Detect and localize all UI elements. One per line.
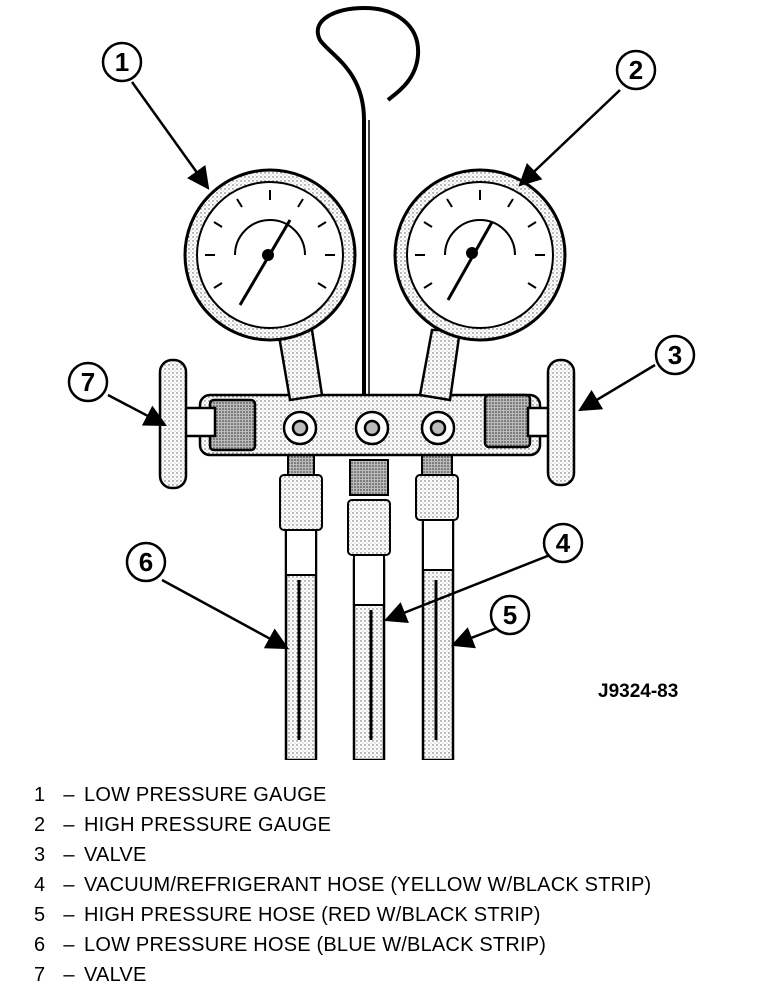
- svg-text:6: 6: [139, 547, 153, 577]
- vacuum-refrigerant-hose: [352, 554, 386, 760]
- legend-item: 1–LOW PRESSURE GAUGE: [34, 780, 651, 810]
- callout-1: 1: [101, 41, 143, 83]
- legend-number: 5: [34, 904, 46, 926]
- legend-text: LOW PRESSURE GAUGE: [84, 784, 327, 806]
- legend-dash: –: [63, 904, 75, 926]
- legend-number: 3: [34, 844, 46, 866]
- legend-dash: –: [63, 844, 75, 866]
- callout-6: 6: [125, 541, 167, 583]
- legend-dash: –: [63, 784, 75, 806]
- legend-number: 1: [34, 784, 46, 806]
- legend-item: 6–LOW PRESSURE HOSE (BLUE W/BLACK STRIP): [34, 930, 651, 960]
- left-valve-handle: [158, 358, 217, 490]
- callout-5: 5: [489, 594, 531, 636]
- callout-4: 4: [542, 522, 584, 564]
- high-pressure-gauge: [393, 168, 567, 342]
- legend-dash: –: [63, 934, 75, 956]
- legend-text: HIGH PRESSURE GAUGE: [84, 814, 332, 836]
- legend-text: VALVE: [84, 844, 147, 866]
- svg-text:5: 5: [503, 600, 517, 630]
- legend-list: 1–LOW PRESSURE GAUGE 2–HIGH PRESSURE GAU…: [34, 780, 651, 990]
- legend-dash: –: [63, 964, 75, 986]
- legend-dash: –: [63, 874, 75, 896]
- hanger-hook: [315, 5, 421, 395]
- legend-item: 7–VALVE: [34, 960, 651, 990]
- manifold-gauge-diagram: 1 2 3 4 5 6 7 J9324-83: [67, 5, 696, 760]
- legend-number: 7: [34, 964, 46, 986]
- hose-fittings: [279, 444, 459, 556]
- legend-text: HIGH PRESSURE HOSE (RED W/BLACK STRIP): [84, 904, 541, 926]
- legend-item: 4–VACUUM/REFRIGERANT HOSE (YELLOW W/BLAC…: [34, 870, 651, 900]
- legend-dash: –: [63, 814, 75, 836]
- low-pressure-gauge: [183, 168, 357, 342]
- legend-text: VACUUM/REFRIGERANT HOSE (YELLOW W/BLACK …: [84, 874, 652, 896]
- legend-item: 5–HIGH PRESSURE HOSE (RED W/BLACK STRIP): [34, 900, 651, 930]
- svg-text:4: 4: [556, 528, 571, 558]
- legend-text: VALVE: [84, 964, 147, 986]
- leader-arrows: [107, 81, 656, 650]
- svg-text:7: 7: [81, 367, 95, 397]
- right-valve-handle: [526, 358, 576, 487]
- figure-id: J9324-83: [598, 681, 678, 702]
- low-pressure-hose: [284, 524, 318, 760]
- legend-number: 4: [34, 874, 46, 896]
- legend-number: 2: [34, 814, 46, 836]
- callout-2: 2: [615, 49, 657, 91]
- manifold-body: [198, 393, 542, 457]
- callout-7: 7: [67, 361, 109, 403]
- svg-text:1: 1: [115, 47, 129, 77]
- gauge-necks: [276, 328, 462, 402]
- legend-item: 2–HIGH PRESSURE GAUGE: [34, 810, 651, 840]
- legend-number: 6: [34, 934, 46, 956]
- high-pressure-hose: [421, 514, 455, 760]
- legend-text: LOW PRESSURE HOSE (BLUE W/BLACK STRIP): [84, 934, 547, 956]
- callout-3: 3: [654, 334, 696, 376]
- svg-text:3: 3: [668, 340, 682, 370]
- legend-item: 3–VALVE: [34, 840, 651, 870]
- svg-text:2: 2: [629, 55, 643, 85]
